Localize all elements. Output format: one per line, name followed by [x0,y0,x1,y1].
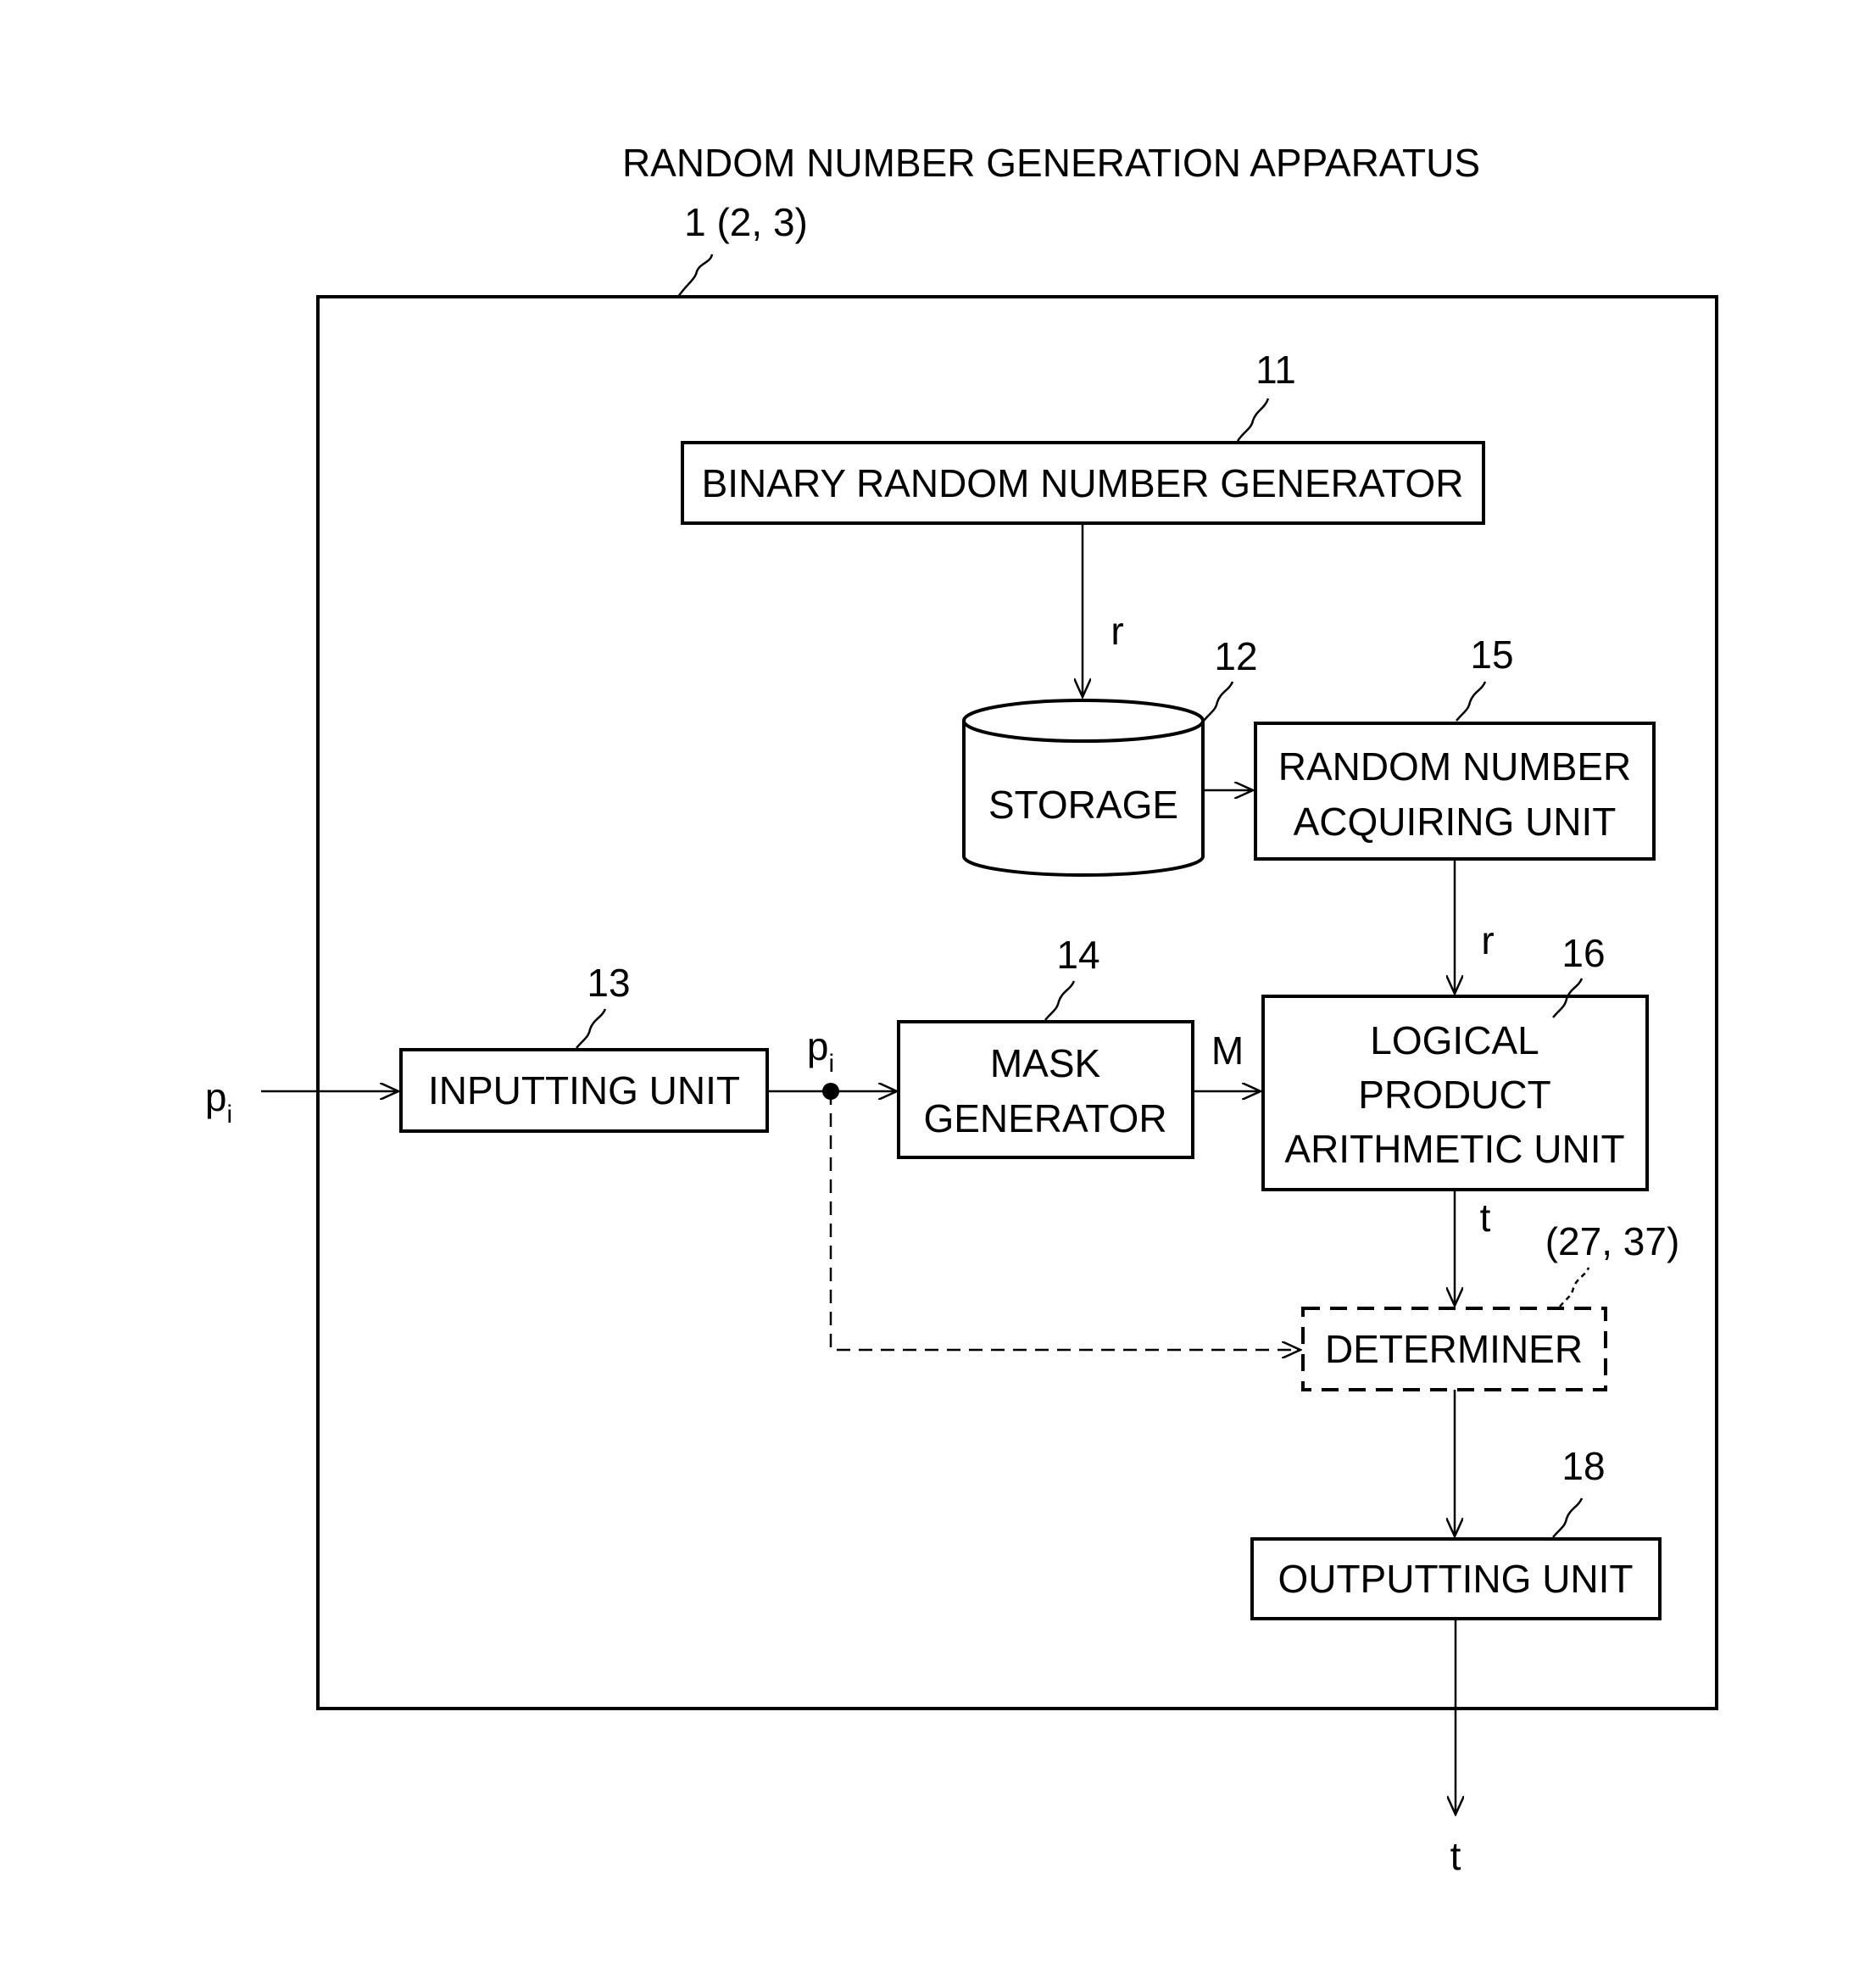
storage-ref: 12 [1214,634,1257,678]
mask-generator-line-2: GENERATOR [923,1096,1166,1140]
mask-generator-ref: 14 [1056,933,1099,977]
apparatus-ref-leader [678,254,712,297]
inputting-unit-leader [576,1009,605,1048]
acquiring-unit-line-2: ACQUIRING UNIT [1294,800,1617,844]
inputting-unit-label: INPUTTING UNIT [428,1068,740,1112]
acquiring-unit-line-1: RANDOM NUMBER [1278,744,1632,789]
storage-cylinder-top [964,700,1203,741]
binary-generator-ref: 11 [1255,348,1296,392]
storage-label: STORAGE [988,783,1178,827]
signal-m: M [1211,1029,1244,1073]
apparatus-ref: 1 (2, 3) [684,200,808,244]
mask-generator-leader [1045,981,1074,1020]
logical-unit-line-2: PRODUCT [1358,1073,1550,1117]
determiner-leader [1560,1268,1589,1307]
acquiring-unit-ref: 15 [1470,633,1513,677]
outputting-unit-label: OUTPUTTING UNIT [1278,1557,1633,1601]
mask-generator-line-1: MASK [990,1041,1101,1085]
inputting-unit-ref: 13 [587,961,630,1005]
diagram-title: RANDOM NUMBER GENERATION APPARATUS [622,141,1480,185]
logical-unit-line-1: LOGICAL [1370,1018,1539,1062]
determiner-label: DETERMINER [1325,1327,1583,1371]
acquiring-unit-leader [1456,682,1485,721]
signal-r-mid: r [1481,918,1494,962]
outputting-unit-ref: 18 [1561,1444,1605,1488]
signal-t-output: t [1450,1834,1461,1878]
input-signal-p: pi [205,1075,232,1129]
logical-unit-line-3: ARITHMETIC UNIT [1284,1127,1624,1171]
signal-r-top: r [1111,609,1123,653]
binary-generator-leader [1238,399,1268,441]
determiner-ref: (27, 37) [1545,1219,1680,1263]
outputting-unit-leader [1553,1498,1582,1537]
storage-leader [1204,682,1233,721]
branch-signal-p: pi [807,1024,834,1078]
logical-unit-ref: 16 [1561,931,1605,975]
signal-t-mid: t [1480,1196,1491,1240]
binary-generator-label: BINARY RANDOM NUMBER GENERATOR [702,461,1464,505]
